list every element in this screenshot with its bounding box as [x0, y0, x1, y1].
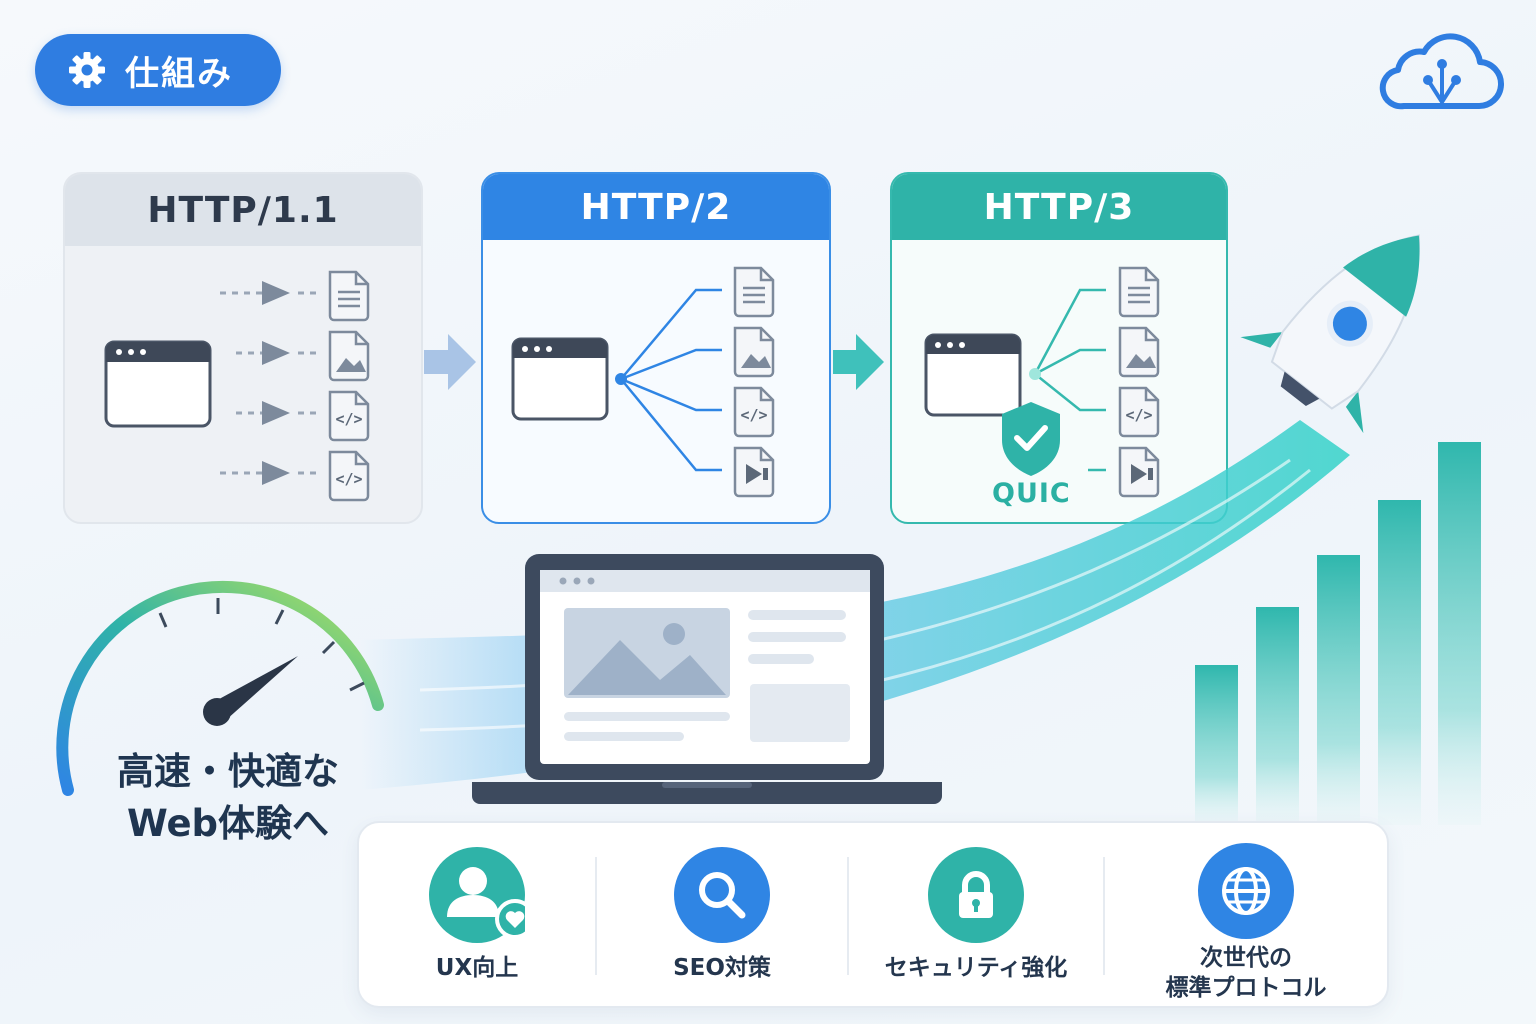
image-icon [1118, 326, 1160, 378]
multiplexed-streams [620, 288, 722, 472]
quic-streams [1033, 288, 1106, 472]
benefits-panel: UX向上 SEO対策 セキュリティ強化 [357, 821, 1389, 1008]
document-icon [328, 270, 370, 322]
browser-window-icon [104, 340, 212, 428]
section-badge: 仕組み [35, 34, 281, 106]
search-icon [674, 847, 770, 943]
shield-check-icon [1002, 402, 1060, 476]
browser-window-icon [511, 337, 609, 421]
code-icon: </> [328, 450, 370, 502]
document-icon [1118, 266, 1160, 318]
divider [595, 857, 597, 975]
svg-text:</>: </> [1125, 406, 1152, 424]
benefit-standard-protocol: 次世代の 標準プロトコル [1105, 823, 1387, 1006]
document-icon [733, 266, 775, 318]
divider [1103, 857, 1105, 975]
code-icon: </> [1118, 386, 1160, 438]
image-icon [733, 326, 775, 378]
quic-label: QUIC [992, 478, 1071, 509]
card-title: HTTP/2 [483, 174, 829, 240]
card-title: HTTP/3 [892, 174, 1226, 240]
browser-window-icon [924, 333, 1022, 417]
svg-text:</>: </> [740, 406, 767, 424]
benefit-label: UX向上 [435, 955, 519, 981]
benefit-label-line1: 次世代の [1200, 945, 1292, 971]
card-title: HTTP/1.1 [65, 174, 421, 246]
benefit-security: セキュリティ強化 [849, 823, 1103, 1006]
code-icon: </> [733, 386, 775, 438]
divider [847, 857, 849, 975]
benefit-seo: SEO対策 [597, 823, 847, 1006]
code-icon: </> [328, 390, 370, 442]
image-icon [328, 330, 370, 382]
video-icon [733, 446, 775, 498]
tagline-line1: 高速・快適な [117, 750, 339, 793]
benefit-label-line2: 標準プロトコル [1165, 975, 1327, 1001]
cloud-network-icon [1379, 33, 1504, 110]
arrow-right-icon [833, 334, 884, 390]
lock-icon [928, 847, 1024, 943]
benefit-label: セキュリティ強化 [884, 955, 1068, 981]
rocket-icon [1240, 234, 1421, 434]
svg-text:</>: </> [335, 410, 362, 428]
laptop-illustration [472, 554, 942, 804]
arrow-right-icon [424, 334, 476, 390]
speedometer-icon [56, 580, 384, 796]
growth-bar-chart [1195, 442, 1481, 825]
svg-text:</>: </> [335, 470, 362, 488]
benefit-label: SEO対策 [673, 955, 771, 981]
badge-label: 仕組み [125, 53, 233, 94]
tagline-line2: Web体験へ [126, 802, 330, 845]
gear-icon [69, 52, 105, 88]
video-icon [1118, 446, 1160, 498]
user-heart-icon [429, 847, 525, 943]
benefit-ux: UX向上 [359, 823, 595, 1006]
globe-icon [1198, 843, 1294, 939]
sequential-arrows [220, 291, 318, 475]
